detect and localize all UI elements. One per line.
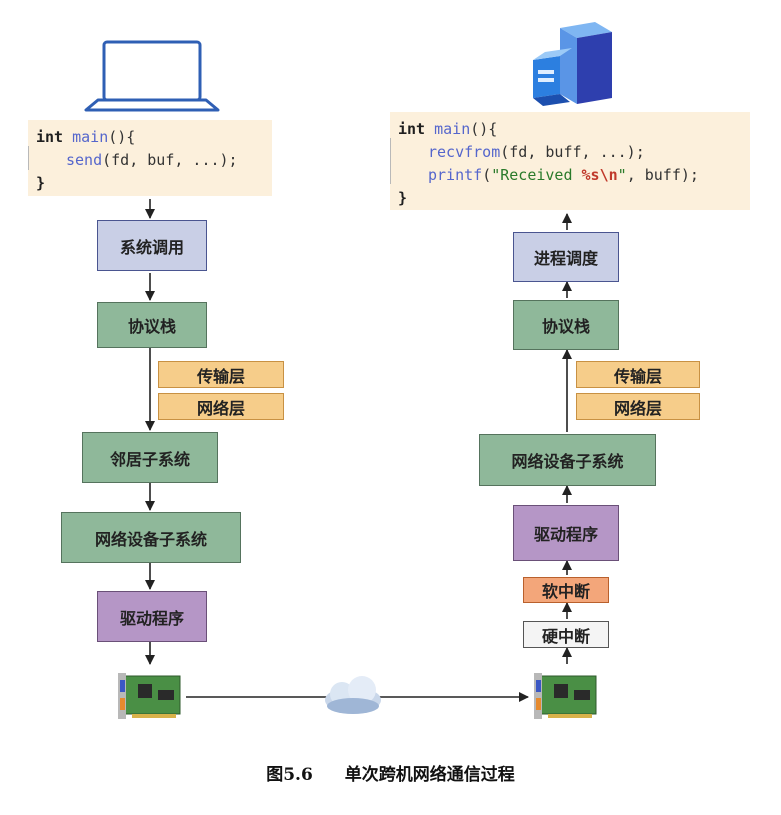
sender-code-block: int main(){ send(fd, buf, ...); } xyxy=(28,120,272,196)
transport-layer-box: 传输层 xyxy=(576,361,700,388)
syscall-box: 系统调用 xyxy=(97,220,207,271)
figure-title: 单次跨机网络通信过程 xyxy=(344,765,515,785)
laptop-icon xyxy=(84,40,220,112)
code-text: (fd, buff, ...); xyxy=(500,143,645,161)
transport-layer-box: 传输层 xyxy=(158,361,284,388)
figure-number: 图5.6 xyxy=(266,765,313,785)
nic-card-icon xyxy=(534,669,598,721)
cloud-icon xyxy=(325,676,381,714)
code-text: (fd, buf, ...); xyxy=(102,151,238,169)
code-line: printf("Received %s\n", buff); xyxy=(398,164,742,187)
function-name: main xyxy=(72,128,109,146)
neighbor-subsystem-box: 邻居子系统 xyxy=(82,432,218,483)
function-name: recvfrom xyxy=(428,143,501,161)
protocol-stack-box: 协议栈 xyxy=(97,302,207,348)
code-line: } xyxy=(36,174,46,192)
code-line: int main(){ xyxy=(398,118,742,141)
receiver-code-block: int main(){ recvfrom(fd, buff, ...); pri… xyxy=(390,112,750,210)
function-name: printf xyxy=(428,166,483,184)
function-name: main xyxy=(434,120,471,138)
keyword: int xyxy=(398,120,426,138)
format-specifier: %s\n xyxy=(581,166,618,184)
function-name: send xyxy=(66,151,103,169)
code-text: (){ xyxy=(470,120,498,138)
code-line: } xyxy=(398,189,408,207)
code-text: , buff); xyxy=(626,166,699,184)
code-line: int main(){ xyxy=(36,126,264,149)
code-line: send(fd, buf, ...); xyxy=(36,149,264,172)
string-literal: "Received xyxy=(491,166,582,184)
network-layer-box: 网络层 xyxy=(158,393,284,420)
soft-irq-box: 软中断 xyxy=(523,577,609,603)
driver-box: 驱动程序 xyxy=(97,591,207,642)
figure-caption: 图5.6 单次跨机网络通信过程 xyxy=(0,760,781,785)
network-layer-box: 网络层 xyxy=(576,393,700,420)
netdev-subsystem-box: 网络设备子系统 xyxy=(61,512,241,563)
code-text: (){ xyxy=(108,128,136,146)
server-icon xyxy=(533,22,612,106)
netdev-subsystem-box: 网络设备子系统 xyxy=(479,434,656,486)
string-literal: " xyxy=(617,166,627,184)
indent-guide xyxy=(28,146,29,170)
nic-card-icon xyxy=(118,669,182,721)
driver-box: 驱动程序 xyxy=(513,505,619,561)
hard-irq-box: 硬中断 xyxy=(523,621,609,648)
scheduler-box: 进程调度 xyxy=(513,232,619,282)
protocol-stack-box: 协议栈 xyxy=(513,300,619,350)
keyword: int xyxy=(36,128,64,146)
code-line: recvfrom(fd, buff, ...); xyxy=(398,141,742,164)
code-text: ( xyxy=(482,166,492,184)
indent-guide xyxy=(390,138,391,184)
